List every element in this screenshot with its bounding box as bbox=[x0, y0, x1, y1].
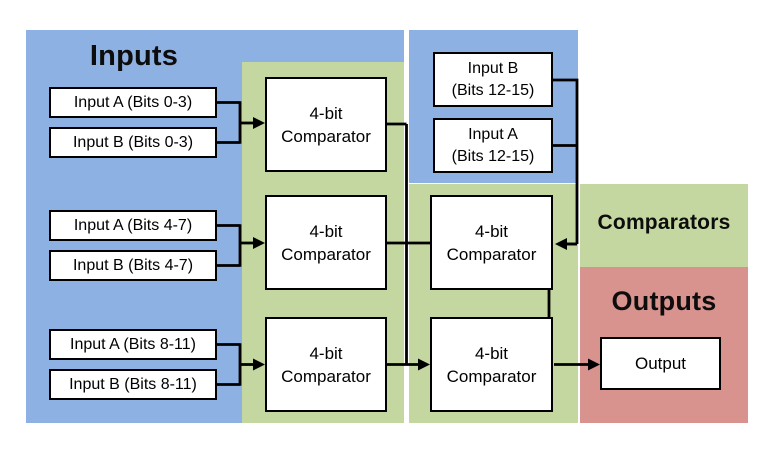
comparator-label: 4-bit bbox=[309, 221, 343, 241]
comparator-block-5: 4-bit Comparator bbox=[430, 317, 553, 412]
input-box-b-4-7: Input B (Bits 4-7) bbox=[49, 250, 217, 281]
outputs-title: Outputs bbox=[611, 286, 717, 316]
comparator-label: 4-bit bbox=[474, 343, 509, 363]
input-box-label: Input B (Bits 0-3) bbox=[72, 133, 194, 151]
output-box: Output bbox=[600, 337, 721, 390]
comparator-block-1: 4-bit Comparator bbox=[265, 77, 387, 172]
input-box-label: Input B (Bits 4-7) bbox=[72, 256, 194, 274]
comparator-label: Comparator bbox=[446, 244, 537, 264]
input-box-b-8-11: Input B (Bits 8-11) bbox=[49, 369, 217, 400]
wires bbox=[217, 78, 600, 386]
input-box-label: Input B bbox=[467, 59, 519, 77]
comparator-label: Comparator bbox=[281, 366, 371, 386]
output-box-label: Output bbox=[634, 353, 687, 373]
comparator-block-3: 4-bit Comparator bbox=[265, 317, 387, 412]
comparator-block-2: 4-bit Comparator bbox=[265, 195, 387, 290]
input-box-label: Input A (Bits 8-11) bbox=[70, 335, 196, 353]
comparators-label-region bbox=[580, 184, 748, 267]
input-box-b-0-3: Input B (Bits 0-3) bbox=[49, 127, 217, 158]
comparator-block-4: 4-bit Comparator bbox=[430, 195, 553, 290]
input-box-a-4-7: Input A (Bits 4-7) bbox=[49, 210, 217, 241]
comparator-label: 4-bit bbox=[309, 103, 343, 123]
comparator-label: 4-bit bbox=[309, 343, 343, 363]
input-box-label: Input B (Bits 8-11) bbox=[69, 375, 197, 393]
input-box-label: (Bits 12-15) bbox=[451, 147, 535, 165]
inputs-title: Inputs bbox=[89, 40, 179, 72]
input-box-label: (Bits 12-15) bbox=[451, 81, 535, 99]
comparator-label: Comparator bbox=[446, 366, 537, 386]
input-box-b-12-15: Input B (Bits 12-15) bbox=[433, 52, 553, 107]
comparator-label: 4-bit bbox=[474, 221, 509, 241]
input-box-a-8-11: Input A (Bits 8-11) bbox=[49, 329, 217, 360]
comparator-label: Comparator bbox=[281, 244, 371, 264]
comparators-title: Comparators bbox=[597, 211, 731, 234]
input-box-label: Input A bbox=[468, 125, 518, 143]
input-box-a-12-15: Input A (Bits 12-15) bbox=[433, 118, 553, 173]
input-box-label: Input A (Bits 4-7) bbox=[73, 216, 193, 234]
input-box-a-0-3: Input A (Bits 0-3) bbox=[49, 87, 217, 118]
comparator-label: Comparator bbox=[281, 126, 371, 146]
input-box-label: Input A (Bits 0-3) bbox=[73, 93, 193, 111]
